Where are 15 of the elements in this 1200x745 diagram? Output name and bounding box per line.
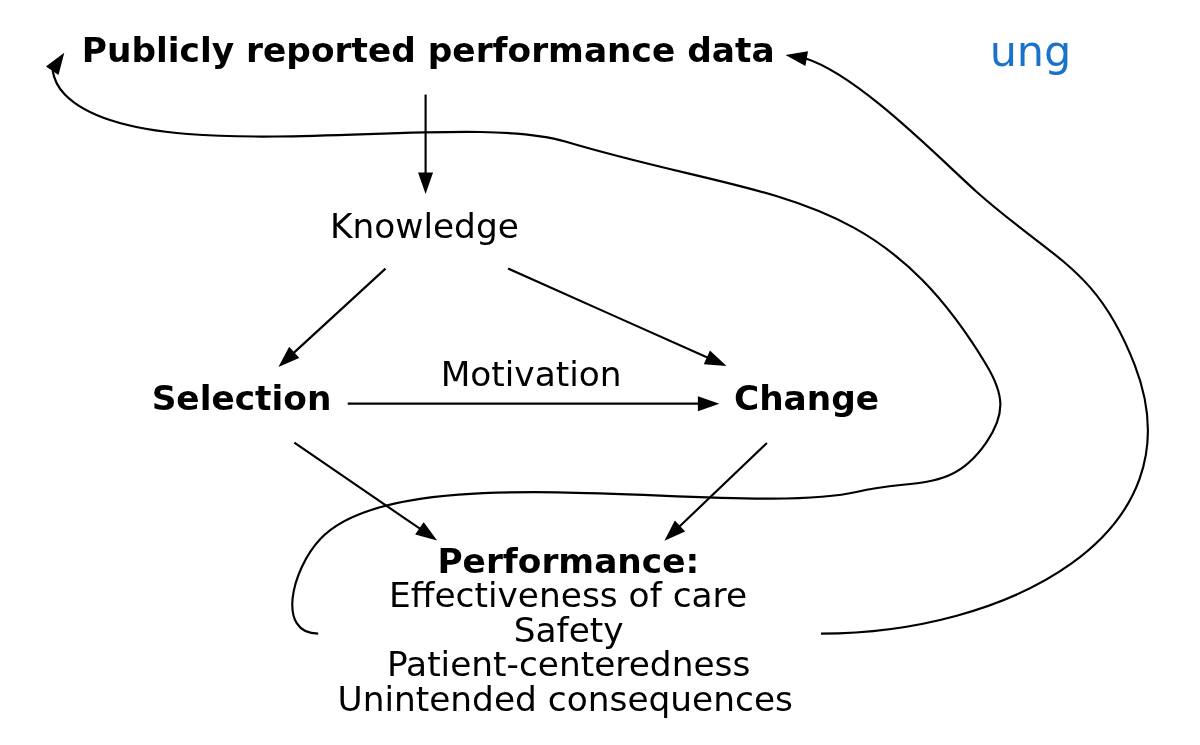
- arrow: [45, 52, 1001, 635]
- node-text: Performance: Effectiveness of care Safety Patient-centeredness Unintended consequences: [337, 540, 793, 719]
- arrow: [785, 51, 1148, 635]
- arrow: [507, 267, 727, 367]
- node-text: Publicly reported performance data: [81, 29, 775, 70]
- node-text: Selection: [151, 377, 331, 418]
- arrow: [417, 94, 433, 194]
- edge-label: Motivation: [440, 354, 622, 395]
- arrow: [277, 267, 386, 367]
- node-text: Knowledge: [329, 205, 519, 246]
- arrow: [663, 442, 768, 541]
- node-text: Change: [733, 377, 879, 418]
- arrow: [293, 441, 437, 541]
- label: ung: [989, 26, 1071, 77]
- arrow: [347, 396, 719, 412]
